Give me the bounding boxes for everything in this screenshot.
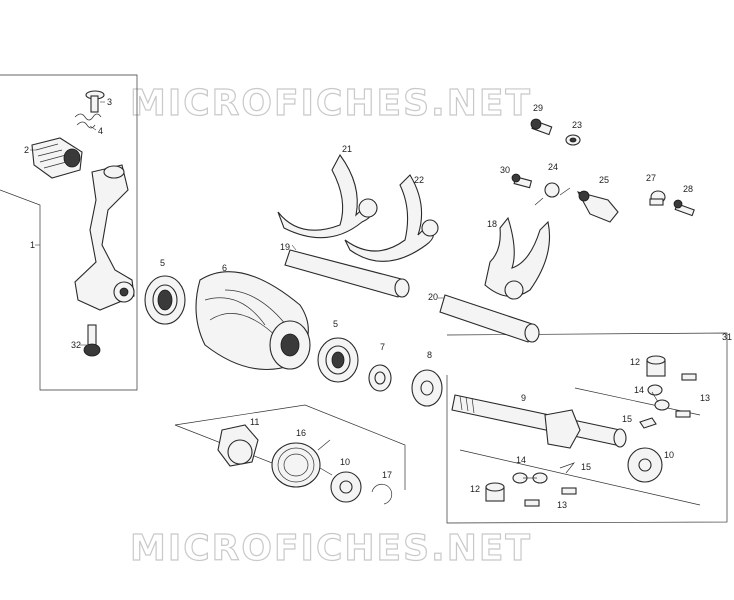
callout-labels: 1 2 3 4 5 5 6 7 8 9 10 10 11 12 12 13 13… (24, 97, 732, 510)
spring-part-24 (534, 182, 571, 206)
callout-21: 21 (342, 144, 352, 154)
callout-11: 11 (250, 417, 259, 427)
shift-fork-part-22 (344, 174, 439, 262)
callout-15-top: 15 (622, 414, 632, 424)
shift-shaft-part-9 (451, 394, 627, 449)
watermark-bottom: MICROFICHES.NET (130, 528, 532, 569)
roller-part-12-bottom (485, 482, 505, 502)
callout-8: 8 (427, 350, 432, 360)
callout-30: 30 (500, 165, 510, 175)
callout-6: 6 (222, 263, 227, 273)
callout-2: 2 (24, 145, 29, 155)
bushing-part-23 (565, 134, 581, 146)
callout-25: 25 (599, 175, 609, 185)
leader-lines (30, 101, 444, 346)
collar-part-27 (649, 190, 666, 206)
washer-part-8 (411, 369, 443, 407)
pins-part-13-top (675, 373, 697, 418)
washer-part-10-right (627, 447, 663, 483)
callout-17: 17 (382, 470, 392, 480)
callout-22: 22 (414, 175, 424, 185)
callout-14-bottom: 14 (516, 455, 526, 465)
pedal-group-outline (0, 74, 138, 391)
pins-part-13-bottom (524, 487, 577, 507)
callout-5-left: 5 (160, 258, 165, 268)
callout-29: 29 (533, 103, 543, 113)
bolt-part-30 (511, 173, 533, 189)
callout-16: 16 (296, 428, 306, 438)
roller-part-12-top (646, 355, 666, 377)
return-spring-part-16 (271, 439, 333, 488)
pedal-pad-part-2 (31, 137, 83, 179)
watermark-top: MICROFICHES.NET (130, 83, 532, 124)
callout-1: 1 (30, 240, 35, 250)
rod-part-19 (284, 249, 410, 298)
callout-9: 9 (521, 393, 526, 403)
bolt-part-29 (530, 118, 553, 136)
callout-10-left: 10 (340, 457, 350, 467)
callout-23: 23 (572, 120, 582, 130)
circlip-part-17 (371, 483, 393, 505)
callout-5-right: 5 (333, 319, 338, 329)
callout-12-top: 12 (630, 357, 640, 367)
links-part-14-top (647, 384, 670, 411)
shift-drum-part-6 (195, 271, 311, 371)
rod-part-20 (439, 294, 540, 343)
washer-part-7 (368, 364, 392, 392)
bolt-part-32 (83, 324, 101, 357)
clip-part-15-bottom (559, 462, 576, 474)
callout-13-bottom: 13 (557, 500, 567, 510)
bearing-part-5-right (317, 337, 359, 383)
bearing-part-5-left (144, 275, 186, 325)
callout-14-top: 14 (634, 385, 644, 395)
shift-lever-part-1 (74, 164, 135, 311)
callout-32: 32 (71, 340, 81, 350)
callout-15-bottom: 15 (581, 462, 591, 472)
pin-part-3 (85, 90, 105, 113)
spring-guide-part-11 (217, 424, 259, 467)
callout-7: 7 (380, 342, 385, 352)
shift-fork-part-21 (277, 153, 378, 239)
clip-part-15-top (639, 417, 657, 429)
callout-24: 24 (548, 162, 558, 172)
callout-20: 20 (428, 292, 438, 302)
links-part-14-bottom (512, 472, 548, 484)
callout-4: 4 (98, 126, 103, 136)
bolt-part-28 (673, 199, 695, 217)
callout-12-bottom: 12 (470, 484, 480, 494)
callout-19: 19 (280, 242, 290, 252)
callout-13-top: 13 (700, 393, 710, 403)
washer-part-10-left (330, 471, 362, 503)
shaft-group-outline (446, 332, 728, 524)
lever-part-25 (576, 190, 619, 223)
shift-fork-part-18 (484, 216, 551, 300)
callout-27: 27 (646, 173, 656, 183)
callout-31: 31 (722, 332, 732, 342)
callout-28: 28 (683, 184, 693, 194)
callout-10-right: 10 (664, 450, 674, 460)
callout-3: 3 (107, 97, 112, 107)
callout-18: 18 (487, 219, 497, 229)
